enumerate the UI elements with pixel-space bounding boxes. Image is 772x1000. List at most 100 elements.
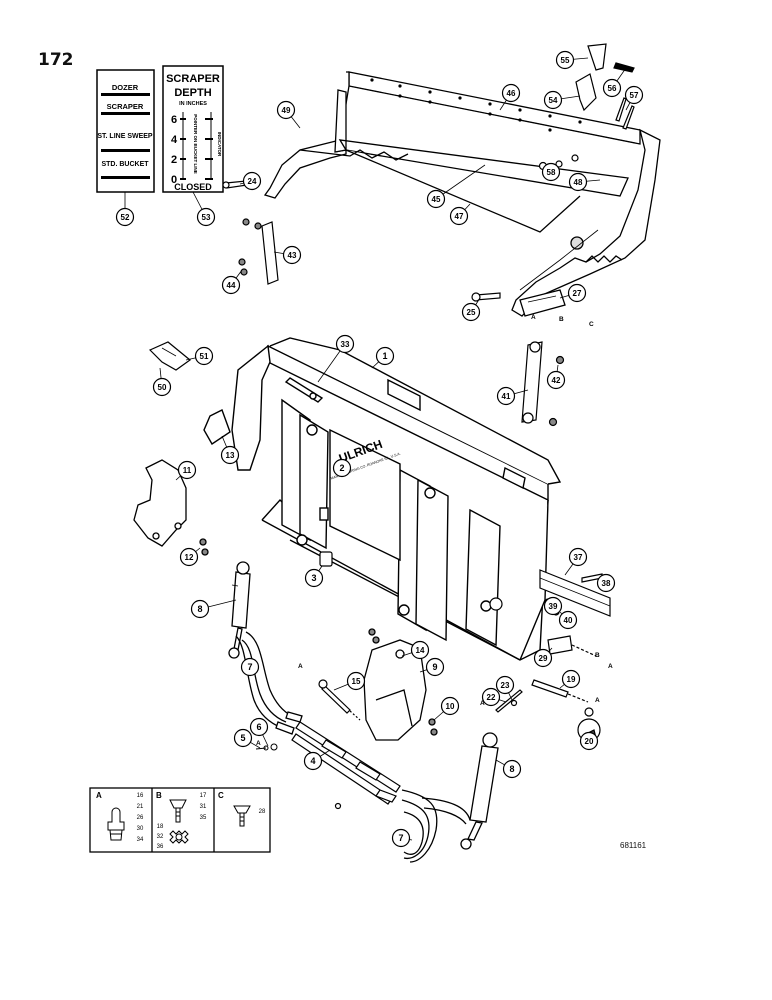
bracket-11 (133, 459, 209, 556)
callout-label-15: 15 (352, 677, 361, 686)
callout-circle-8 (190, 599, 210, 619)
callout-1: 1 (375, 346, 395, 366)
callout-circle-38 (596, 573, 616, 593)
callout-circle-50 (152, 377, 172, 397)
decal-53-value-4: 4 (171, 134, 178, 146)
legend-b-top-2: 35 (200, 815, 207, 821)
ref-letter-A: A (298, 663, 303, 670)
callout-label-3: 3 (311, 573, 316, 583)
callout-circle-54 (543, 90, 563, 110)
bolt-15 (318, 679, 361, 721)
legend-b-bottom-0: 18 (157, 824, 164, 830)
callout-label-4: 4 (310, 756, 315, 766)
link-43 (261, 221, 279, 285)
callout-label-24: 24 (248, 177, 257, 186)
scraper-blade (263, 71, 661, 317)
callout-45: 45 (426, 189, 446, 209)
callout-8: 8 (190, 599, 210, 619)
callout-label-1: 1 (382, 351, 387, 361)
callout-circle-42 (546, 370, 566, 390)
callout-7: 7 (240, 657, 260, 677)
callout-circle-5 (233, 728, 253, 748)
callout-label-27: 27 (573, 289, 582, 298)
callout-circle-41 (496, 386, 516, 406)
decal-53-value-6: 6 (171, 114, 177, 126)
callout-circle-1 (375, 346, 395, 366)
callout-circle-15 (346, 671, 366, 691)
callout-8: 8 (502, 759, 522, 779)
legend-a-num-2: 26 (137, 815, 144, 821)
bracket-50 (148, 341, 191, 371)
callout-label-37: 37 (574, 553, 583, 562)
callout-label-6: 6 (256, 722, 261, 732)
callout-label-12: 12 (185, 553, 194, 562)
bucket-1 (203, 337, 562, 661)
callout-51: 51 (194, 346, 214, 366)
callout-label-22: 22 (487, 693, 496, 702)
callout-53: 53 (196, 207, 216, 227)
callout-3: 3 (304, 568, 324, 588)
callout-circle-10 (440, 696, 460, 716)
callout-label-56: 56 (608, 84, 617, 93)
callout-27: 27 (567, 283, 587, 303)
callout-14: 14 (410, 640, 430, 660)
callout-label-49: 49 (282, 106, 291, 115)
callout-circle-39 (543, 596, 563, 616)
callout-label-8: 8 (509, 764, 514, 774)
callout-circle-46 (501, 83, 521, 103)
page-number: 172 (38, 50, 74, 70)
callout-circle-27 (567, 283, 587, 303)
callout-label-7: 7 (398, 833, 403, 843)
decal-52: DOZER SCRAPER ST. LINE SWEEP STD. BUCKET (96, 69, 155, 193)
callout-circle-43 (282, 245, 302, 265)
callout-label-39: 39 (549, 602, 558, 611)
callout-label-25: 25 (467, 308, 476, 317)
callout-label-2: 2 (339, 463, 344, 473)
callout-label-33: 33 (341, 340, 350, 349)
callout-circle-55 (555, 50, 575, 70)
tooth-54 (575, 73, 597, 112)
callout-19: 19 (561, 669, 581, 689)
callout-circle-8 (502, 759, 522, 779)
callout-57: 57 (624, 85, 644, 105)
callout-circle-6 (249, 717, 269, 737)
callout-circle-47 (449, 206, 469, 226)
callout-label-45: 45 (432, 195, 441, 204)
bolt-57a (615, 97, 627, 122)
callout-circle-23 (495, 675, 515, 695)
callout-54: 54 (543, 90, 563, 110)
callout-circle-13 (220, 445, 240, 465)
callout-29: 29 (533, 648, 553, 668)
legend-a-num-3: 30 (137, 826, 144, 832)
callout-label-13: 13 (226, 451, 235, 460)
callout-38: 38 (596, 573, 616, 593)
callout-56: 56 (602, 78, 622, 98)
link-41 (521, 341, 565, 427)
callout-label-38: 38 (602, 579, 611, 588)
decal-53-pointer-text: POINTER ON BUCKET LINE (193, 114, 198, 174)
legend-b-bottom-1: 32 (157, 834, 164, 840)
callout-39: 39 (543, 596, 563, 616)
decal-52-item-dozer: DOZER (112, 83, 139, 92)
callout-label-48: 48 (574, 178, 583, 187)
callout-circle-48 (568, 172, 588, 192)
callout-label-51: 51 (200, 352, 209, 361)
callout-circle-40 (558, 610, 578, 630)
callout-circle-12 (179, 547, 199, 567)
callout-50: 50 (152, 377, 172, 397)
pin-29 (547, 635, 597, 657)
decal-53-title-1: SCRAPER (166, 73, 220, 85)
ref-letter-A: A (531, 314, 536, 321)
callout-circle-58 (541, 162, 561, 182)
callout-label-57: 57 (630, 91, 639, 100)
callout-label-19: 19 (567, 675, 576, 684)
callout-4: 4 (303, 751, 323, 771)
callout-label-8: 8 (197, 604, 202, 614)
callout-label-54: 54 (549, 96, 558, 105)
bracket-9 (363, 628, 438, 741)
callout-circle-22 (481, 687, 501, 707)
callout-circle-37 (568, 547, 588, 567)
legend-a-letter: A (96, 791, 102, 800)
